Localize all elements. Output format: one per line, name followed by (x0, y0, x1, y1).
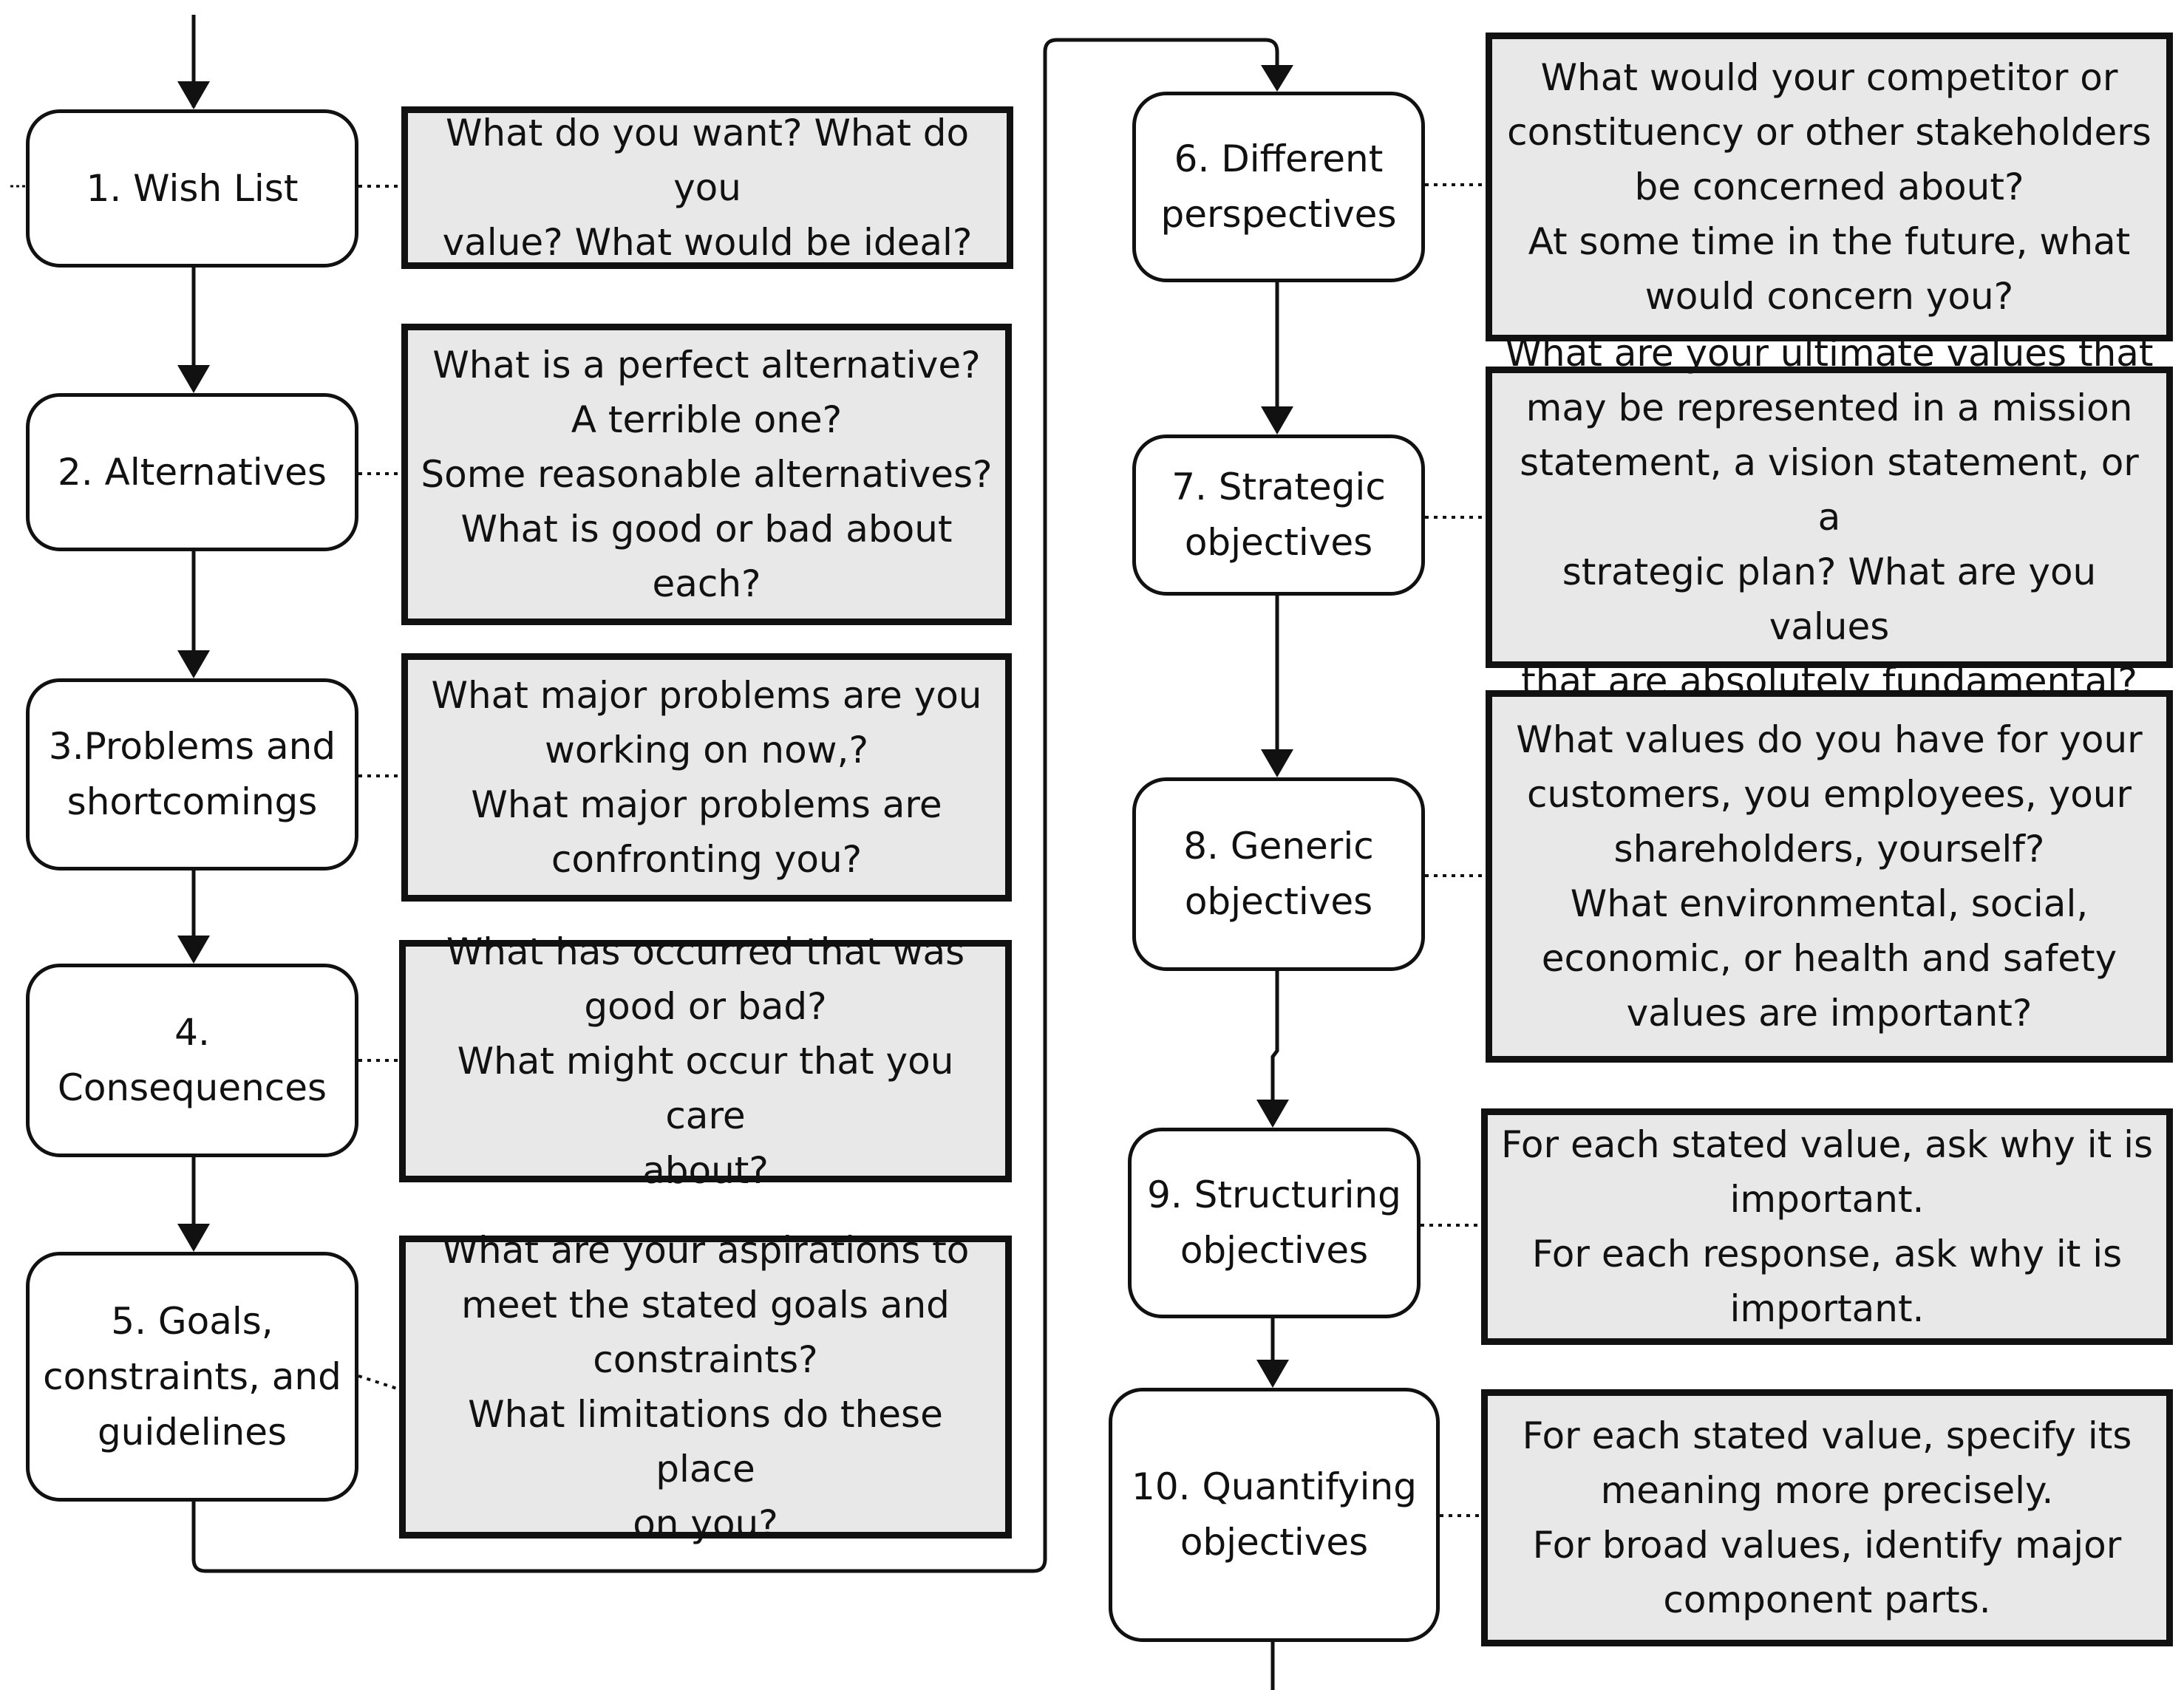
prompt-line: confronting you? (551, 838, 863, 881)
step-problems-and-shortcomings: 3.Problems and shortcomings (26, 678, 358, 870)
step-label: 7. Strategic objectives (1171, 466, 1386, 564)
arrowhead-8-9 (1256, 1100, 1289, 1128)
step-consequences: 4. Consequences (26, 964, 358, 1157)
prompt-box-perspectives: What would your competitor or constituen… (1486, 33, 2173, 341)
prompt-line: meaning more precisely. (1600, 1469, 2054, 1512)
step-label: 3.Problems and shortcomings (48, 725, 336, 823)
prompt-box-strategic: What are your ultimate values that may b… (1486, 332, 2173, 703)
prompt-line: What is a perfect alternative? (432, 344, 981, 386)
prompt-line: What do you want? What do you (445, 112, 970, 209)
prompt-line: value? What would be ideal? (442, 221, 973, 264)
prompt-line: each? (652, 562, 761, 605)
prompt-line: be concerned about? (1634, 166, 2024, 208)
step-structuring-objectives: 9. Structuring objectives (1128, 1128, 1421, 1318)
arrowhead-1-2 (177, 365, 210, 393)
prompt-line: constituency or other stakeholders (1507, 111, 2151, 154)
prompt-line: customers, you employees, your (1526, 773, 2132, 816)
prompt-line: What might occur that you care (457, 1040, 954, 1137)
prompt-line: shareholders, yourself? (1613, 828, 2045, 870)
prompt-line: What major problems are (471, 783, 942, 826)
prompt-line: What values do you have for your (1516, 718, 2143, 761)
prompt-line: values are important? (1626, 992, 2032, 1035)
prompt-line: may be represented in a mission (1525, 386, 2133, 429)
arrowhead-4-5 (177, 1224, 210, 1252)
link-5 (358, 1374, 400, 1391)
step-label: 1. Wish List (86, 166, 299, 210)
arrowhead-5-6 (1261, 65, 1293, 92)
arrowhead-7-8 (1261, 749, 1293, 777)
prompt-line: about? (642, 1149, 769, 1192)
step-label: 2. Alternatives (58, 450, 327, 494)
prompt-line: For each response, ask why it is (1531, 1233, 2123, 1275)
prompt-line: What environmental, social, (1570, 882, 2089, 925)
prompt-box-structuring: For each stated value, ask why it is imp… (1481, 1108, 2173, 1345)
prompt-line: good or bad? (584, 985, 827, 1028)
prompt-line: What is good or bad about (460, 508, 953, 551)
prompt-line: At some time in the future, what (1528, 220, 2131, 263)
arrowhead-3-4 (177, 936, 210, 964)
step-different-perspectives: 6. Different perspectives (1132, 92, 1425, 282)
prompt-line: What major problems are you (431, 674, 982, 717)
step-label: 10. Quantifying objectives (1132, 1465, 1417, 1564)
prompt-line: meet the stated goals and (461, 1284, 950, 1326)
step-wish-list: 1. Wish List (26, 109, 358, 268)
prompt-box-quantifying: For each stated value, specify its meani… (1481, 1389, 2173, 1646)
arrowhead-6-7 (1261, 406, 1293, 435)
prompt-line: What would your competitor or (1540, 56, 2118, 99)
prompt-box-goals: What are your aspirations to meet the st… (399, 1229, 1012, 1545)
prompt-line: For each stated value, specify its (1522, 1414, 2132, 1457)
prompt-line: Some reasonable alternatives? (421, 453, 993, 496)
prompt-line: on you? (633, 1502, 778, 1545)
step-label: 9. Structuring objectives (1147, 1173, 1401, 1272)
prompt-line: What are your ultimate values that (1505, 332, 2154, 375)
entry-arrowhead (177, 81, 210, 109)
step-alternatives: 2. Alternatives (26, 393, 358, 551)
step-label: 8. Generic objectives (1183, 825, 1374, 923)
prompt-box-consequences: What has occurred that was good or bad? … (399, 930, 1012, 1192)
prompt-box-problems: What major problems are you working on n… (401, 653, 1012, 902)
prompt-line: important. (1729, 1287, 1925, 1330)
prompt-line: component parts. (1663, 1578, 1991, 1621)
step-label: 5. Goals, constraints, and guidelines (43, 1299, 341, 1454)
step-goals-constraints-guidelines: 5. Goals, constraints, and guidelines (26, 1252, 358, 1502)
step-label: 6. Different perspectives (1160, 137, 1397, 236)
prompt-box-alternatives: What is a perfect alternative? A terribl… (401, 324, 1012, 625)
prompt-box-generic: What values do you have for your custome… (1486, 690, 2173, 1063)
prompt-line: would concern you? (1644, 275, 2014, 318)
prompt-line: A terrible one? (571, 398, 843, 441)
prompt-line: What are your aspirations to (441, 1229, 970, 1272)
arrow-8-9 (1270, 971, 1279, 1101)
prompt-line: strategic plan? What are you values (1562, 551, 2097, 648)
step-strategic-objectives: 7. Strategic objectives (1132, 435, 1425, 596)
prompt-line: economic, or health and safety (1541, 937, 2117, 980)
prompt-box-wish-list: What do you want? What do you value? Wha… (401, 106, 1013, 269)
wrap-connector (191, 38, 1279, 1573)
prompt-line: important. (1729, 1178, 1925, 1221)
prompt-line: For broad values, identify major (1532, 1524, 2122, 1567)
prompt-line: statement, a vision statement, or a (1520, 441, 2139, 539)
prompt-line: For each stated value, ask why it is (1500, 1123, 2154, 1166)
step-quantifying-objectives: 10. Quantifying objectives (1109, 1388, 1440, 1642)
prompt-line: constraints? (593, 1338, 818, 1381)
step-generic-objectives: 8. Generic objectives (1132, 777, 1425, 971)
arrowhead-9-10 (1256, 1360, 1289, 1388)
prompt-line: working on now,? (545, 729, 868, 771)
prompt-line: What limitations do these place (468, 1393, 943, 1490)
step-label: 4. Consequences (57, 1011, 327, 1109)
arrowhead-2-3 (177, 650, 210, 678)
prompt-line: What has occurred that was (446, 930, 965, 973)
